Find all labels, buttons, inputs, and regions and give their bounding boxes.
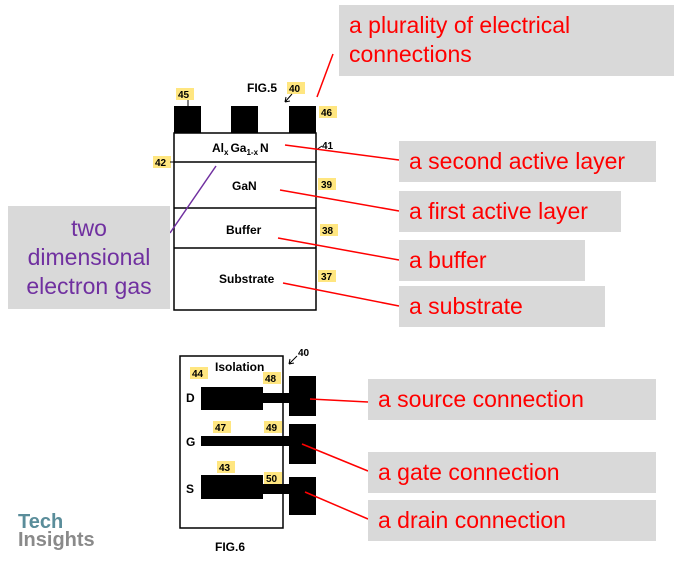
callout-second-active-layer: a second active layer [399,141,656,182]
ref-44: 44 [192,369,204,380]
ref-highlight [287,82,305,94]
pointer-electron-gas [169,165,217,234]
row-label-g: G [186,435,195,449]
pointer-buffer [277,237,400,261]
callout-buffer: a buffer [399,240,585,281]
contact-pad-right [289,106,316,133]
contact-pad-middle [231,106,258,133]
fig6: Isolation D G S 44 47 43 48 49 50 40 FIG… [179,348,316,554]
layer-stack-outline [173,132,317,311]
isolation-label: Isolation [215,360,264,374]
substrate-layer-label: Substrate [219,272,275,286]
ref-40: 40 [289,84,301,95]
ref-45: 45 [178,90,190,101]
logo-line-2: Insights [18,529,95,551]
ref-highlight [213,421,231,433]
drain-stem [263,393,291,403]
callout-substrate: a substrate [399,286,605,327]
row-label-s: S [186,482,194,496]
callout-source-connection: a source connection [368,379,656,420]
callout-electrical-connections: a plurality of electrical connections [339,5,674,76]
ref-highlight [176,88,194,100]
pointer-second-active-layer [284,144,400,161]
pointer-electrical-connections [316,53,334,98]
ref-highlight [153,156,171,168]
ref-46: 46 [321,108,333,119]
ref-highlight [263,372,281,384]
pointer-substrate [282,282,400,307]
buffer-layer-label: Buffer [226,223,262,237]
drain-finger [201,387,263,410]
callout-pointers [277,53,400,520]
arrow-40-fig6 [288,355,298,365]
ref-highlight [264,421,282,433]
callout-electron-gas: two dimensional electron gas [8,206,170,309]
callout-first-active-layer: a first active layer [399,191,621,232]
connection-pad-50 [289,477,316,515]
ref-48: 48 [265,374,277,385]
ref-41: 41 [322,141,334,152]
ref-highlight [217,461,235,473]
ref-47: 47 [215,423,227,434]
ref-40-fig6: 40 [298,348,310,359]
ref-highlight [320,224,338,236]
logo-line-1: Tech [18,511,64,533]
row-label-d: D [186,391,195,405]
pointer-first-active-layer [279,189,400,212]
gate-finger [201,436,289,446]
ref-highlight [190,367,208,379]
ref-highlight [318,178,336,190]
ref-39: 39 [321,180,333,191]
ref-43: 43 [219,463,231,474]
ref-highlight [319,106,337,118]
contact-pad-left [174,106,201,133]
callout-gate-connection: a gate connection [368,452,656,493]
ref-highlight [318,270,336,282]
gan-layer-label: GaN [232,179,257,193]
source-finger [201,475,263,499]
ref-42: 42 [155,158,167,169]
fig5-title: FIG.5 [247,81,277,95]
pointer-drain-connection [304,491,369,520]
arrow-40 [284,93,293,103]
ref-38: 38 [322,226,334,237]
ref-50: 50 [266,474,278,485]
fig6-title: FIG.6 [215,540,245,554]
pointer-source-connection [309,398,369,403]
ref-37: 37 [321,272,333,283]
ref-highlight [264,472,282,484]
connection-pad-48 [289,376,316,416]
techinsights-logo: Tech Insights [18,511,95,551]
source-stem [263,484,291,494]
ref-49: 49 [266,423,278,434]
pointer-gate-connection [301,443,369,472]
callout-drain-connection: a drain connection [368,500,656,541]
